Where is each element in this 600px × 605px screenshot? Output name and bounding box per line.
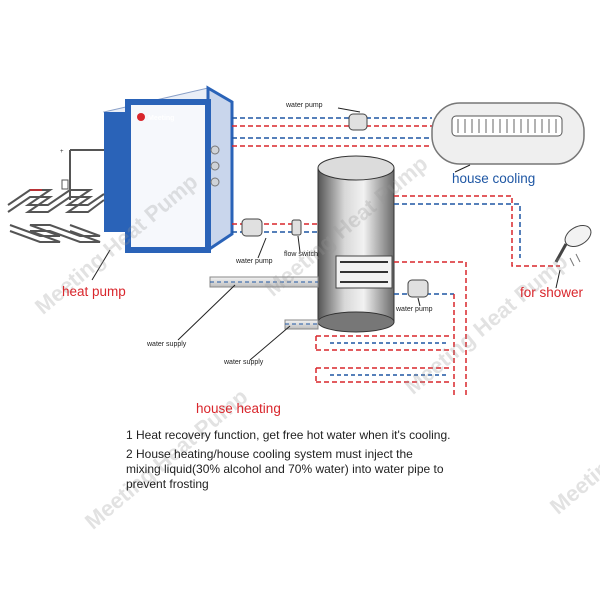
- for-shower-label: for shower: [520, 285, 584, 300]
- svg-text:+: +: [60, 149, 64, 155]
- storage-tank: [317, 155, 395, 333]
- heat-pump-unit: Meeting: [102, 85, 234, 253]
- coil-valve: [61, 179, 69, 190]
- brand-logo: Meeting: [137, 113, 174, 122]
- water-pump-top-label: water pump: [286, 102, 323, 109]
- water-supply-pipes: [209, 276, 319, 330]
- brand-label: Meeting: [148, 115, 174, 122]
- fan-coil-unit: [431, 102, 585, 165]
- water-pump-left-label: water pump: [236, 258, 273, 265]
- ground-loop-coil: [7, 149, 105, 243]
- water-pump-left: [241, 218, 263, 237]
- water-pump-top: [348, 113, 368, 131]
- flow-switch: [291, 219, 302, 236]
- leader-lines: [91, 107, 561, 361]
- note-2-line-2: mixing liquid(30% alcohol and 70% water)…: [126, 462, 444, 476]
- shower-head: [554, 225, 592, 267]
- cooling-pipes: [232, 117, 432, 147]
- flow-switch-label: flow switch: [284, 251, 318, 258]
- note-2-line-3: prevent frosting: [126, 477, 209, 491]
- water-pump-right-label: water pump: [396, 306, 433, 313]
- house-cooling-label: house cooling: [452, 171, 536, 186]
- heating-pipes: [315, 261, 467, 396]
- water-pump-right: [407, 279, 429, 298]
- shower-line: [394, 195, 560, 267]
- water-supply-label-2: water supply: [224, 359, 264, 366]
- note-1: 1 Heat recovery function, get free hot w…: [126, 428, 451, 442]
- house-heating-label: house heating: [196, 401, 281, 416]
- tank-feed-pipes: [232, 223, 318, 233]
- note-2-line-1: 2 House heating/house cooling system mus…: [126, 447, 413, 461]
- heat-pump-label: heat pump: [62, 284, 126, 299]
- water-supply-label-1: water supply: [147, 341, 187, 348]
